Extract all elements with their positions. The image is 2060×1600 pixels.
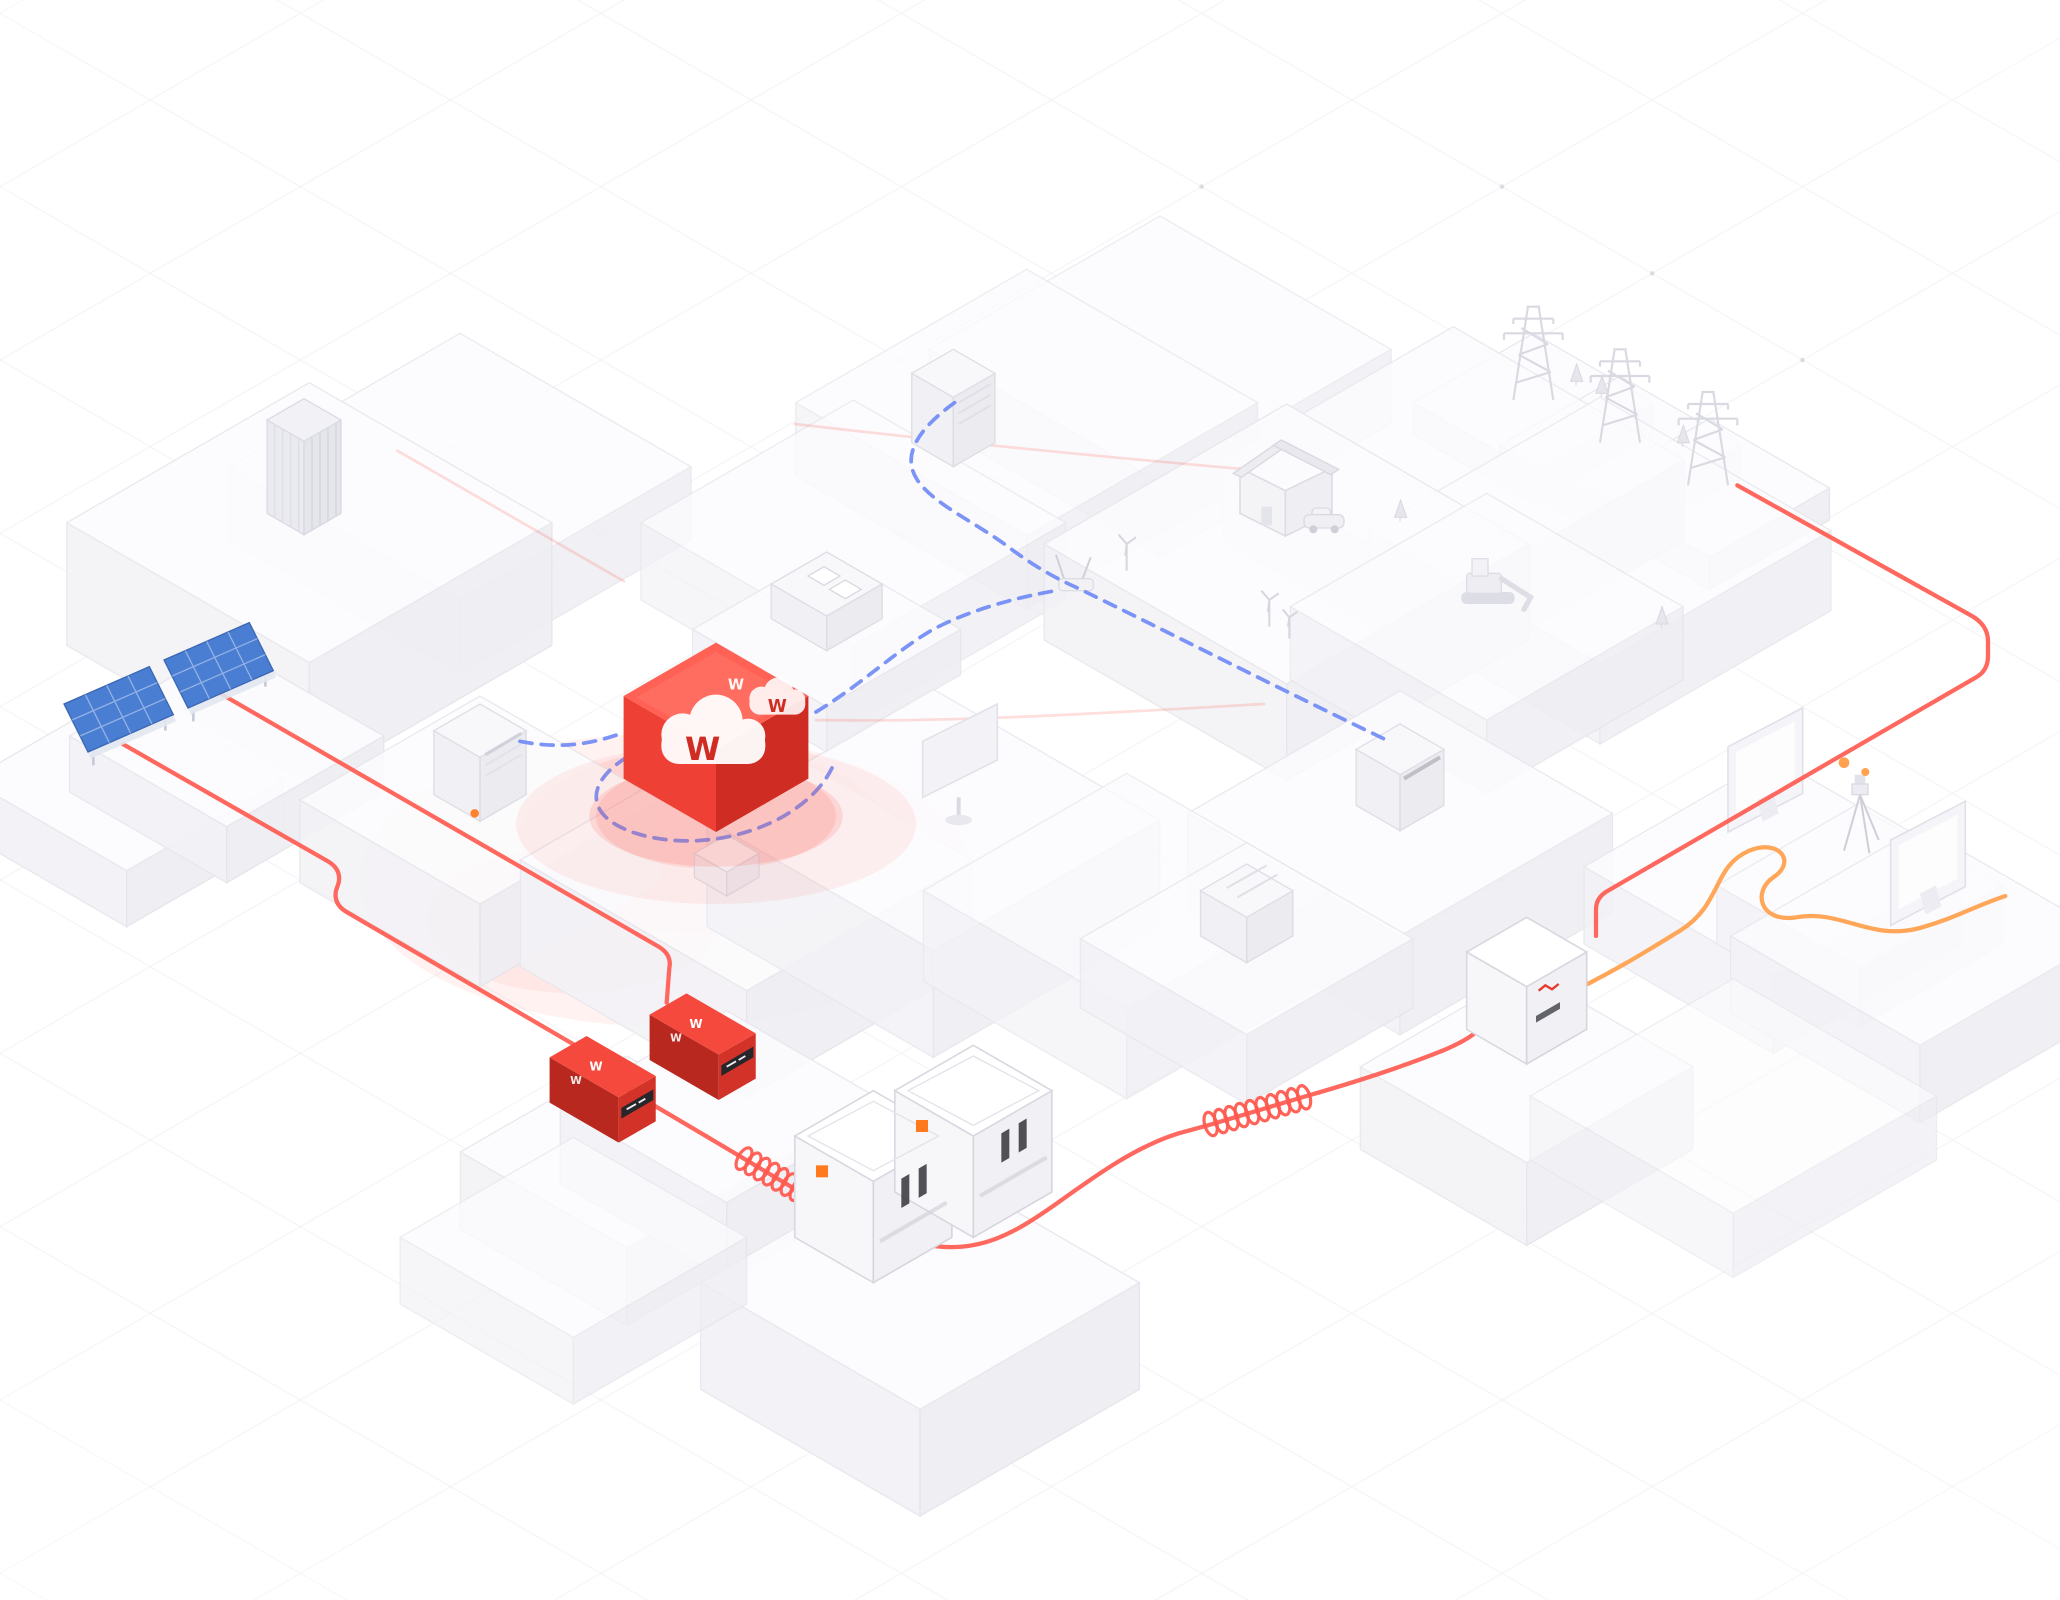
car-wheel [1309, 525, 1318, 534]
grid-line [0, 0, 25, 14]
cabinet-slot [918, 1163, 927, 1198]
bld-box [265, 397, 343, 536]
cabinet-slot [901, 1174, 910, 1208]
grid-line [1777, 0, 2060, 163]
grid-line [0, 1572, 48, 1600]
tripod-head [1851, 783, 1869, 796]
tripod-instrument [1854, 774, 1866, 784]
grid-dot [1800, 357, 1805, 363]
grid-dot [1199, 184, 1204, 189]
cab-box [910, 348, 997, 468]
grid-dot [1650, 271, 1655, 276]
orange-label [916, 1120, 928, 1132]
grid-line [0, 0, 325, 188]
inverter-logo: W [570, 1074, 582, 1087]
marker-dot [470, 809, 479, 818]
excavator-cab [1471, 557, 1489, 577]
cloud-logo: W [768, 697, 787, 717]
house-door [1261, 506, 1272, 526]
cabinet-slot [1018, 1118, 1027, 1153]
inverter-logo: W [670, 1031, 682, 1044]
car-body [1303, 513, 1345, 529]
cloud-logo: W [685, 730, 720, 768]
marker-dot [1838, 757, 1850, 768]
orange-label [816, 1165, 828, 1178]
inverter-logo: W [589, 1060, 602, 1074]
grid-dot [1499, 184, 1505, 189]
cube-top-logo: W [728, 676, 744, 693]
marker-dot [1861, 768, 1870, 776]
car-wheel [1330, 525, 1339, 534]
cabinet-slot [1001, 1128, 1010, 1163]
inverter-logo: W [689, 1017, 702, 1031]
monitor-base [945, 814, 972, 826]
